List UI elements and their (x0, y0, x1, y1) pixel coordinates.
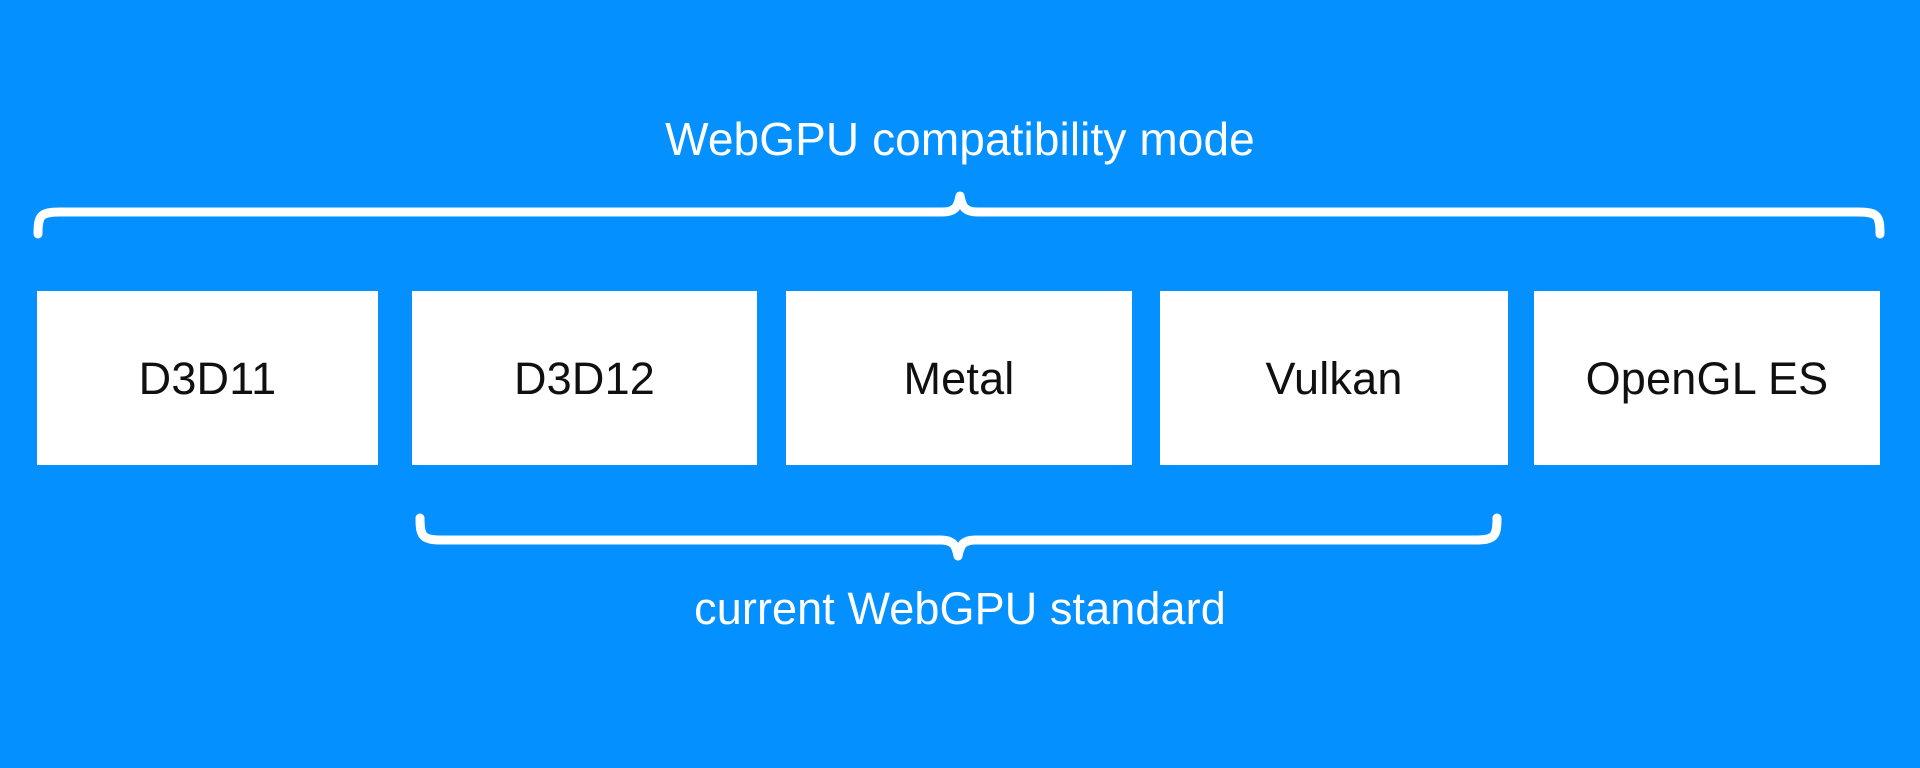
api-box-metal[interactable]: Metal (786, 291, 1132, 465)
api-box-label: D3D12 (513, 352, 656, 404)
api-box-label: OpenGL ES (1585, 352, 1829, 404)
api-box-label: Metal (903, 352, 1015, 404)
api-box-label: Vulkan (1265, 352, 1403, 404)
api-box-label: D3D11 (138, 352, 277, 404)
top-group-label: WebGPU compatibility mode (665, 113, 1255, 165)
api-box-vulkan[interactable]: Vulkan (1160, 291, 1508, 465)
top-brace-icon (33, 191, 1885, 239)
api-box-opengl-es[interactable]: OpenGL ES (1534, 291, 1880, 465)
api-box-d3d12[interactable]: D3D12 (412, 291, 757, 465)
bottom-group-label: current WebGPU standard (694, 583, 1226, 634)
bottom-brace-icon (415, 513, 1502, 561)
api-box-d3d11[interactable]: D3D11 (37, 291, 378, 465)
api-box-row: D3D11 D3D12 Metal Vulkan OpenGL ES (0, 291, 1920, 465)
